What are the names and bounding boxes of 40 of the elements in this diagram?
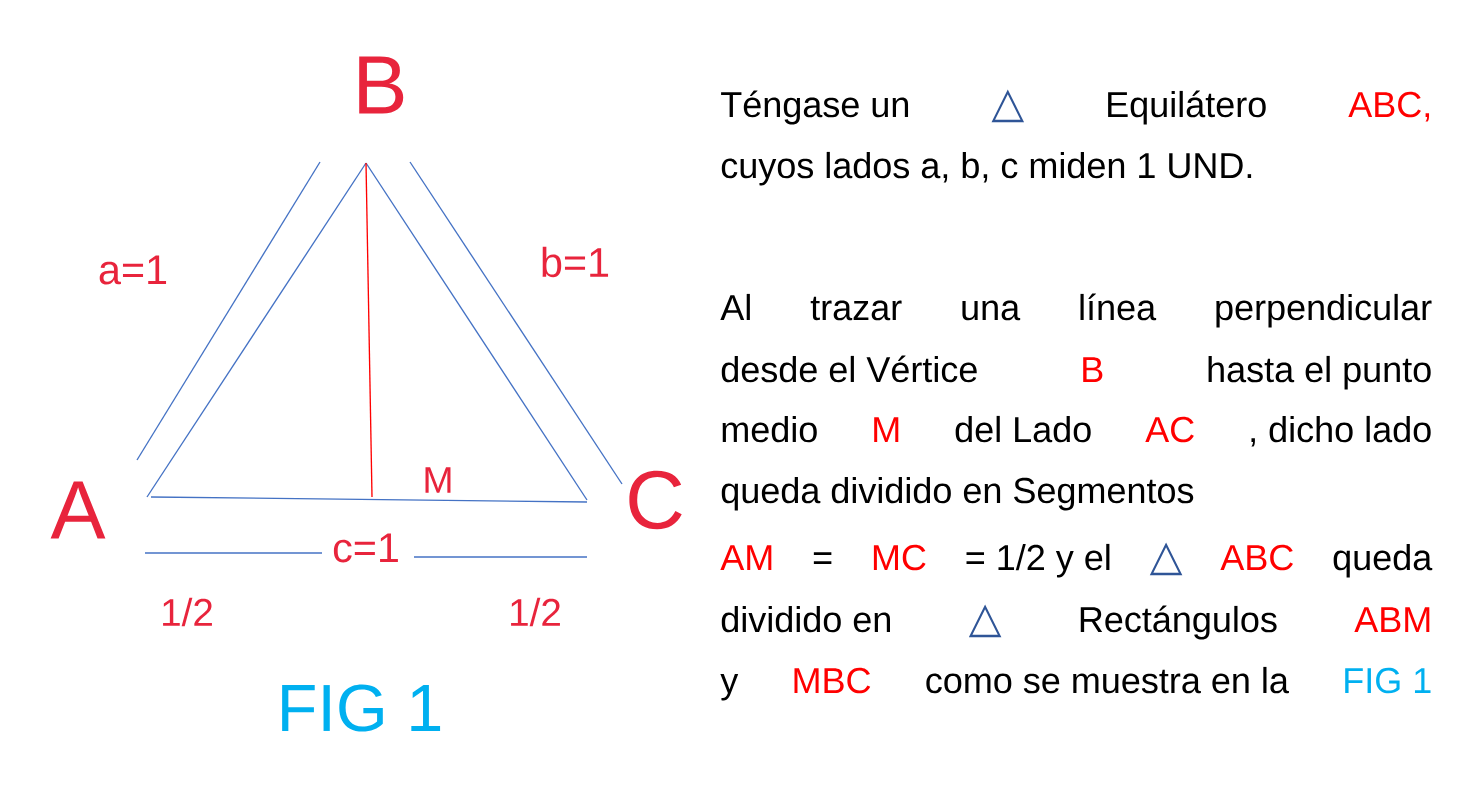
description-text: Rectángulos [1080, 605, 1277, 640]
description-text: Téngase un [721, 90, 909, 125]
side-label: b=1 [542, 246, 609, 278]
point-name: M [874, 417, 899, 442]
vertex-label: B [359, 56, 404, 114]
triangle-symbol: △ [1149, 542, 1183, 576]
point-name: B [1083, 357, 1103, 382]
triangle-symbol: △ [968, 604, 1002, 638]
side-label: a=1 [99, 255, 167, 285]
description-text: y [720, 673, 739, 701]
point-name: AC [1145, 416, 1194, 443]
segment-label: 1/2 [163, 597, 212, 627]
description-text: = [813, 552, 832, 564]
triangle-symbol: △ [991, 89, 1025, 123]
vertex-label: C [629, 470, 682, 530]
figure-reference: FIG 1 [1345, 667, 1431, 694]
description-text: Equilátero [1108, 90, 1266, 125]
figure-caption: FIG 1 [282, 684, 441, 732]
point-name: ABM [1354, 607, 1430, 632]
point-name: ABC [1220, 544, 1293, 571]
description-text: = 1/2 y el [966, 543, 1110, 578]
description-text: dividido en [721, 605, 890, 633]
description-text: queda dividido en Segmentos [721, 476, 1194, 511]
vertex-label: A [50, 481, 106, 539]
description-text: hasta el punto [1208, 355, 1431, 390]
description-text: del Lado [955, 415, 1091, 443]
description-text: Al trazar una línea perpendicular [720, 293, 1432, 328]
point-name: AM [720, 545, 772, 570]
description-text: , dicho lado [1251, 415, 1431, 447]
side-label: c=1 [333, 533, 398, 563]
description-text: queda [1333, 543, 1433, 578]
midpoint-label: M [425, 467, 451, 493]
description-text: desde el Vértice [721, 355, 977, 383]
point-name: ABC, [1348, 91, 1430, 122]
point-name: MBC [794, 667, 871, 694]
segment-label: 1/2 [511, 597, 560, 627]
description-text: como se muestra en la [926, 666, 1289, 694]
point-name: MC [873, 544, 926, 571]
description-text: cuyos lados a, b, c miden 1 UND. [721, 151, 1252, 186]
description-text: medio [722, 415, 817, 443]
